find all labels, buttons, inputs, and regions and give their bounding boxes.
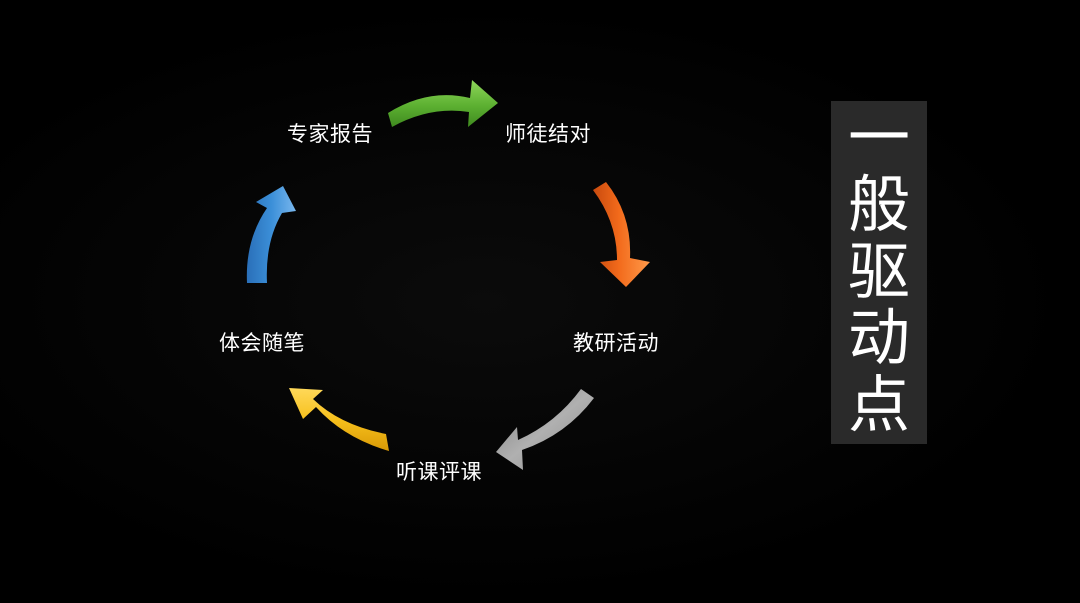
node-lesson-observation: 听课评课: [396, 460, 482, 484]
node-expert-report: 专家报告: [287, 122, 373, 146]
node-mentor-pairing: 师徒结对: [505, 122, 591, 146]
side-title-char: 一: [847, 101, 910, 174]
arrow-green: [388, 80, 498, 127]
arrow-yellow: [289, 388, 389, 451]
side-title-char: 驱: [847, 234, 910, 308]
arrow-orange: [593, 182, 650, 287]
node-teaching-research: 教研活动: [573, 331, 659, 355]
arrow-gray: [496, 389, 594, 470]
side-title-char: 点: [847, 368, 910, 441]
node-reflection-notes: 体会随笔: [219, 331, 305, 355]
side-title-char: 动: [847, 301, 910, 375]
arrow-blue: [246, 186, 296, 283]
side-title-char: 般: [847, 167, 910, 241]
side-title-panel: 一 般 驱 动 点: [831, 101, 927, 444]
